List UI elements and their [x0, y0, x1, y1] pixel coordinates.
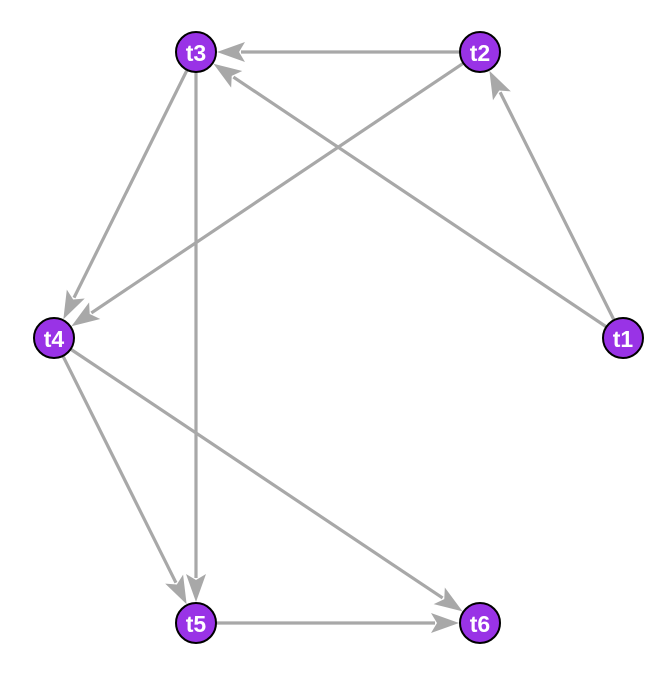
- node-label: t1: [613, 326, 634, 352]
- arrowhead-icon: [213, 63, 243, 88]
- arrowhead-icon: [63, 289, 85, 320]
- node-circle: [175, 31, 217, 73]
- arrowhead-icon: [489, 70, 511, 101]
- node-circle: [175, 602, 217, 644]
- edge-t3-t4: [63, 69, 189, 320]
- arrowhead-icon: [217, 42, 245, 62]
- edge-line: [232, 75, 608, 329]
- node-label: t4: [44, 326, 65, 352]
- edge-t2-t4: [71, 61, 465, 327]
- edge-line: [69, 347, 444, 600]
- arrowhead-icon: [186, 574, 206, 602]
- node-t2: t2: [459, 31, 501, 73]
- node-circle: [459, 602, 501, 644]
- edge-t3-t5: [186, 72, 206, 602]
- arrowhead-icon: [431, 613, 459, 633]
- node-circle: [33, 317, 75, 359]
- edge-line: [72, 69, 189, 299]
- arrowhead-icon: [433, 587, 463, 612]
- edge-t4-t6: [69, 347, 463, 612]
- node-circle: [602, 317, 644, 359]
- node-t4: t4: [33, 317, 75, 359]
- edge-t1-t3: [213, 63, 608, 329]
- edge-t5-t6: [216, 613, 459, 633]
- node-t1: t1: [602, 317, 644, 359]
- edge-t4-t5: [61, 355, 187, 605]
- edge-line: [90, 61, 465, 315]
- node-label: t3: [186, 40, 206, 66]
- node-t6: t6: [459, 602, 501, 644]
- arrowhead-icon: [165, 574, 187, 605]
- node-t3: t3: [175, 31, 217, 73]
- node-circle: [459, 31, 501, 73]
- node-label: t2: [470, 40, 490, 66]
- edge-t2-t3: [217, 42, 460, 62]
- edge-line: [61, 355, 178, 584]
- edges-layer: [61, 42, 616, 633]
- nodes-layer: t1 t2 t3 t4 t5 t6: [33, 31, 644, 644]
- edge-line: [498, 91, 616, 321]
- node-label: t5: [186, 611, 207, 637]
- node-label: t6: [470, 611, 490, 637]
- node-t5: t5: [175, 602, 217, 644]
- arrowhead-icon: [71, 302, 101, 327]
- edge-t1-t2: [489, 70, 616, 321]
